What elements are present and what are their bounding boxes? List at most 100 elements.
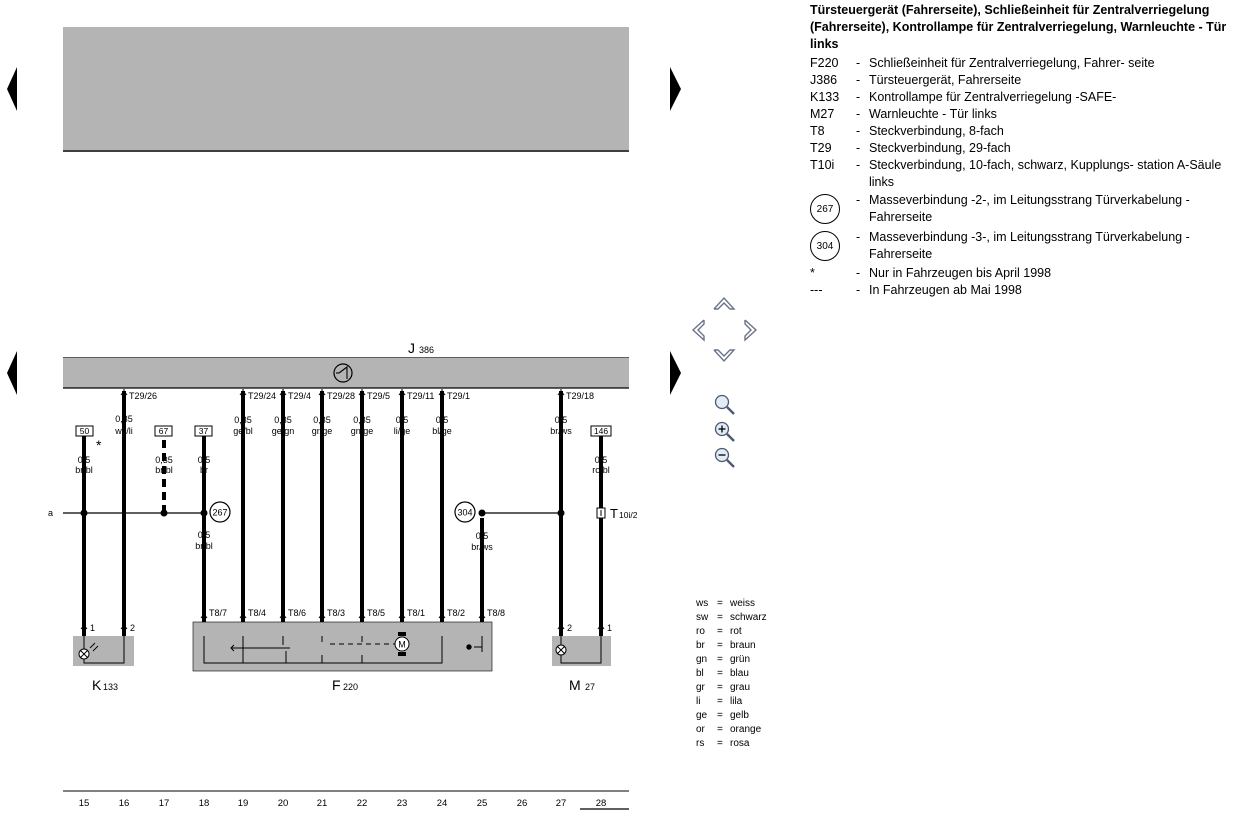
next-page-arrow-top[interactable]: [670, 67, 681, 111]
color-code-b: grau: [730, 682, 751, 693]
color-code-e: =: [717, 724, 723, 735]
legend-text: Masseverbindung -2-, im Leitungsstrang T…: [869, 193, 1190, 224]
track-number: 22: [357, 798, 368, 809]
next-page-arrow-bottom[interactable]: [670, 351, 681, 395]
pan-up-icon[interactable]: [713, 296, 736, 310]
legend-dash: -: [856, 158, 861, 172]
pin-arrow-icon: [200, 613, 208, 619]
legend-item: T8-Steckverbindung, 8-fach: [810, 123, 1240, 140]
svg-text:M: M: [398, 640, 406, 650]
t10i-connector: T 10i/2: [596, 506, 638, 521]
track-number: 28: [596, 798, 607, 809]
zoom-fit-icon[interactable]: [714, 394, 735, 415]
svg-text:67: 67: [159, 426, 169, 436]
wire-gauge: 0,35: [234, 415, 252, 425]
pin-arrow-icon: [80, 624, 88, 630]
svg-text:2: 2: [567, 623, 572, 633]
wire-top-connector: T29/5: [367, 391, 390, 401]
ref-box-67[interactable]: 67: [154, 425, 173, 437]
pin-arrow-icon: [318, 390, 326, 396]
legend-text: Warnleuchte - Tür links: [869, 107, 997, 121]
pan-down-icon[interactable]: [713, 349, 736, 363]
ref-box-50[interactable]: 50: [75, 425, 94, 437]
track-number: 19: [238, 798, 249, 809]
svg-text:267: 267: [212, 508, 227, 518]
track-number: 17: [159, 798, 170, 809]
color-code-e: =: [717, 598, 723, 609]
j386-label-letter: J: [408, 340, 415, 356]
zoom-in-icon[interactable]: [714, 421, 735, 442]
legend-code: T29: [810, 141, 832, 155]
legend-dash: -: [856, 90, 861, 104]
wire-bottom-connector: T8/2: [447, 608, 465, 618]
wire-color: br: [200, 465, 208, 475]
color-code-b: rot: [730, 626, 742, 637]
wire-gauge: 0,35: [115, 414, 133, 424]
pin-arrow-icon: [120, 624, 128, 630]
legend-dash: -: [856, 73, 861, 87]
j386-control-unit: [63, 358, 629, 388]
legend-text: Steckverbindung, 29-fach: [869, 141, 1011, 155]
wire-top-connector: T29/18: [566, 391, 594, 401]
wire-gauge: 0,5: [396, 415, 409, 425]
junction-dot: [478, 509, 486, 517]
pin-arrow-icon: [398, 390, 406, 396]
legend-grounds: 267-Masseverbindung -2-, im Leitungsstra…: [810, 192, 1240, 265]
ref-box-37[interactable]: 37: [194, 425, 213, 437]
svg-text:10i/2: 10i/2: [619, 510, 638, 520]
legend-code: T10i: [810, 158, 835, 172]
wire-bottom-connector: T8/8: [487, 608, 505, 618]
legend: Türsteuergerät (Fahrerseite), Schließein…: [810, 2, 1240, 299]
color-code-a: gr: [696, 682, 705, 693]
color-code-e: =: [717, 696, 723, 707]
color-code-a: bl: [696, 668, 704, 679]
wire-bottom-connector: T8/3: [327, 608, 345, 618]
zoom-out-icon[interactable]: [714, 447, 735, 468]
wire-color: bl/ge: [432, 426, 452, 436]
legend-dash: -: [856, 56, 861, 70]
wire-color: br/ws: [550, 426, 572, 436]
legend-item: J386-Türsteuergerät, Fahrerseite: [810, 72, 1240, 89]
svg-text:1: 1: [607, 623, 612, 633]
bus-label-a: a: [48, 508, 53, 518]
color-code-b: orange: [730, 724, 762, 735]
wire-color: br/bl: [195, 541, 213, 551]
ground-circle-icon: 267: [810, 194, 840, 224]
color-code-b: lila: [730, 696, 743, 707]
legend-notes: *-Nur in Fahrzeugen bis April 1998----In…: [810, 265, 1240, 299]
legend-dash: -: [856, 283, 861, 297]
color-code-a: ro: [696, 626, 705, 637]
pan-right-icon[interactable]: [744, 319, 758, 342]
color-code-a: or: [696, 724, 705, 735]
svg-text:50: 50: [80, 426, 90, 436]
wire-gauge: 0,5: [198, 530, 211, 540]
pin-arrow-icon: [557, 624, 565, 630]
wire-top-connector: T29/28: [327, 391, 355, 401]
color-code-b: schwarz: [730, 612, 767, 623]
f220-lock-unit-box: [192, 621, 493, 672]
legend-text: Steckverbindung, 10-fach, schwarz, Kuppl…: [869, 158, 1222, 189]
pin-arrow-icon: [120, 390, 128, 396]
legend-item: K133-Kontrollampe für Zentralverriegelun…: [810, 89, 1240, 106]
wire-top-connector: T29/24: [248, 391, 276, 401]
legend-title: Türsteuergerät (Fahrerseite), Schließein…: [810, 3, 1227, 51]
f220-label-sub: 220: [343, 682, 358, 692]
pan-controls: [691, 296, 758, 363]
legend-item: M27-Warnleuchte - Tür links: [810, 106, 1240, 123]
legend-text: Kontrollampe für Zentralverriegelung -SA…: [869, 90, 1117, 104]
pin-arrow-icon: [358, 613, 366, 619]
wire-color: br/bl: [155, 465, 173, 475]
wire-gauge: 0,5: [476, 531, 489, 541]
wire-top-connector: T29/4: [288, 391, 311, 401]
prev-page-arrow-bottom[interactable]: [7, 351, 17, 395]
color-code-b: blau: [730, 668, 749, 679]
wire-color: ws/li: [114, 426, 133, 436]
legend-text: Türsteuergerät, Fahrerseite: [869, 73, 1022, 87]
wire-color: gn/ge: [351, 426, 374, 436]
track-number: 15: [79, 798, 90, 809]
prev-page-arrow-top[interactable]: [7, 67, 17, 111]
ref-box-146[interactable]: 146: [590, 425, 612, 437]
wire-gauge: 0,5: [198, 455, 211, 465]
pan-left-icon[interactable]: [691, 319, 705, 342]
